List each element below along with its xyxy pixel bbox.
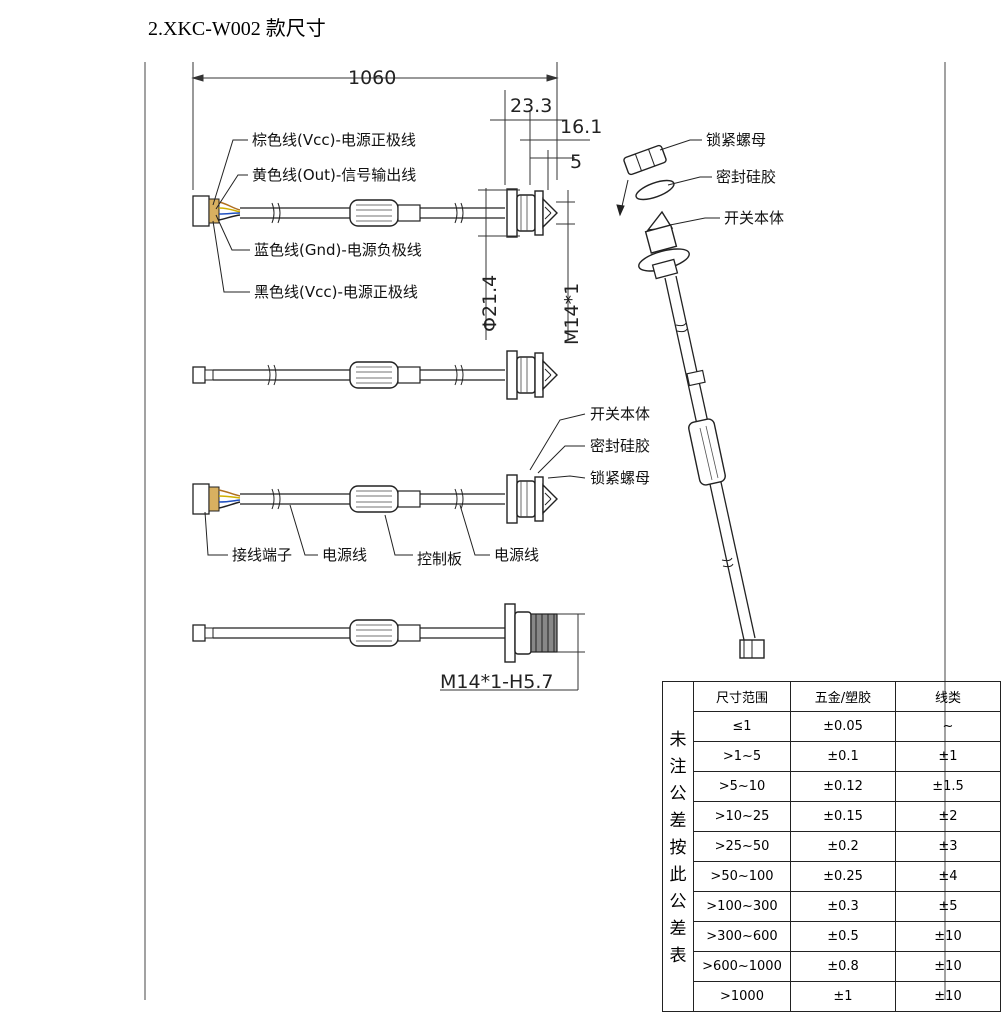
tolerance-cell: ±0.1 xyxy=(790,741,896,772)
dim-diameter: Φ21.4 xyxy=(479,275,501,332)
tolerance-cell: ±3 xyxy=(895,831,1001,862)
dim-16-1: 16.1 xyxy=(560,116,602,138)
label-blue-wire: 蓝色线(Gnd)-电源负极线 xyxy=(254,241,422,259)
side-note-char: 未 xyxy=(669,730,687,750)
sensor-assembly-1 xyxy=(192,188,558,238)
side-note-char: 注 xyxy=(669,757,687,777)
tolerance-cell: ±0.05 xyxy=(790,711,896,742)
sensor-assembly-2 xyxy=(192,350,558,400)
label-connector: 接线端子 xyxy=(232,546,292,564)
tolerance-cell: ±1 xyxy=(895,741,1001,772)
table-row: ≤1±0.05~ xyxy=(663,711,1001,742)
tolerance-table: 未注公差按此公差表尺寸范围五金/塑胶线类≤1±0.05~>1~5±0.1±1>5… xyxy=(662,681,1001,1012)
tolerance-header-cell: 线类 xyxy=(895,681,1001,712)
label-exploded-switch-body: 开关本体 xyxy=(724,209,784,227)
tolerance-cell: >300~600 xyxy=(693,921,791,952)
table-row: >600~1000±0.8±10 xyxy=(663,951,1001,982)
table-row: >10~25±0.15±2 xyxy=(663,801,1001,832)
tolerance-cell: ±10 xyxy=(895,951,1001,982)
table-row: >100~300±0.3±5 xyxy=(663,891,1001,922)
side-note-char: 差 xyxy=(669,811,687,831)
dim-23-3: 23.3 xyxy=(510,95,552,117)
tolerance-cell: ~ xyxy=(895,711,1001,742)
table-row: >25~50±0.2±3 xyxy=(663,831,1001,862)
tolerance-cell: ±0.12 xyxy=(790,771,896,802)
tolerance-cell: ±1.5 xyxy=(895,771,1001,802)
tolerance-header-cell: 五金/塑胶 xyxy=(790,681,896,712)
tolerance-cell: >50~100 xyxy=(693,861,791,892)
tolerance-header-row: 未注公差按此公差表尺寸范围五金/塑胶线类 xyxy=(662,681,1001,1012)
tolerance-cell: >1~5 xyxy=(693,741,791,772)
dimension-lines-4 xyxy=(440,613,585,691)
table-row: >50~100±0.25±4 xyxy=(663,861,1001,892)
tolerance-side-note: 未注公差按此公差表 xyxy=(662,681,694,1012)
sensor-assembly-3 xyxy=(192,474,558,524)
side-note-char: 差 xyxy=(669,919,687,939)
label-control-board: 控制板 xyxy=(417,550,462,568)
sensor-assembly-4 xyxy=(192,603,558,663)
tolerance-cell: >600~1000 xyxy=(693,951,791,982)
tolerance-cell: >10~25 xyxy=(693,801,791,832)
tolerance-cell: ±5 xyxy=(895,891,1001,922)
tolerance-cell: ±0.15 xyxy=(790,801,896,832)
tolerance-cell: ±0.25 xyxy=(790,861,896,892)
dim-cable-length: 1060 xyxy=(348,67,396,89)
label-seal: 密封硅胶 xyxy=(590,437,650,455)
label-power-cable-1: 电源线 xyxy=(322,546,367,564)
exploded-view xyxy=(623,144,765,659)
dim-5: 5 xyxy=(570,151,582,173)
tolerance-cell: ±0.3 xyxy=(790,891,896,922)
tolerance-header-cell: 尺寸范围 xyxy=(693,681,791,712)
tolerance-cell: ±10 xyxy=(895,921,1001,952)
tolerance-cell: ±0.8 xyxy=(790,951,896,982)
label-exploded-lock-nut: 锁紧螺母 xyxy=(706,131,766,149)
label-exploded-seal: 密封硅胶 xyxy=(716,168,776,186)
side-note-char: 公 xyxy=(669,892,687,912)
page-title: 2.XKC-W002 款尺寸 xyxy=(148,18,326,40)
wire-leaders xyxy=(212,139,250,293)
label-lock-nut: 锁紧螺母 xyxy=(590,469,650,487)
part-leaders xyxy=(204,413,586,556)
exploded-leaders xyxy=(616,139,720,226)
table-row: >5~10±0.12±1.5 xyxy=(663,771,1001,802)
dim-thread: M14*1 xyxy=(561,283,583,345)
side-note-char: 表 xyxy=(669,946,687,966)
tolerance-cell: >5~10 xyxy=(693,771,791,802)
label-power-cable-2: 电源线 xyxy=(494,546,539,564)
tolerance-cell: ±10 xyxy=(895,981,1001,1012)
dimension-lines-1 xyxy=(191,62,590,340)
side-note-char: 公 xyxy=(669,784,687,804)
tolerance-cell: ≤1 xyxy=(693,711,791,742)
tolerance-cell: ±4 xyxy=(895,861,1001,892)
tolerance-cell: >25~50 xyxy=(693,831,791,862)
side-note-char: 按 xyxy=(669,838,687,858)
label-black-wire: 黑色线(Vcc)-电源正极线 xyxy=(254,283,418,301)
label-brown-wire: 棕色线(Vcc)-电源正极线 xyxy=(252,131,416,149)
table-row: >1~5±0.1±1 xyxy=(663,741,1001,772)
label-switch-body: 开关本体 xyxy=(590,405,650,423)
tolerance-cell: >100~300 xyxy=(693,891,791,922)
tolerance-cell: ±0.2 xyxy=(790,831,896,862)
label-yellow-wire: 黄色线(Out)-信号输出线 xyxy=(252,166,416,184)
tolerance-cell: >1000 xyxy=(693,981,791,1012)
side-note-char: 此 xyxy=(669,865,687,885)
tolerance-cell: ±2 xyxy=(895,801,1001,832)
tolerance-cell: ±1 xyxy=(790,981,896,1012)
table-row: >1000±1±10 xyxy=(663,981,1001,1012)
table-row: >300~600±0.5±10 xyxy=(663,921,1001,952)
tolerance-cell: ±0.5 xyxy=(790,921,896,952)
dim-thread-height: M14*1-H5.7 xyxy=(440,671,554,693)
